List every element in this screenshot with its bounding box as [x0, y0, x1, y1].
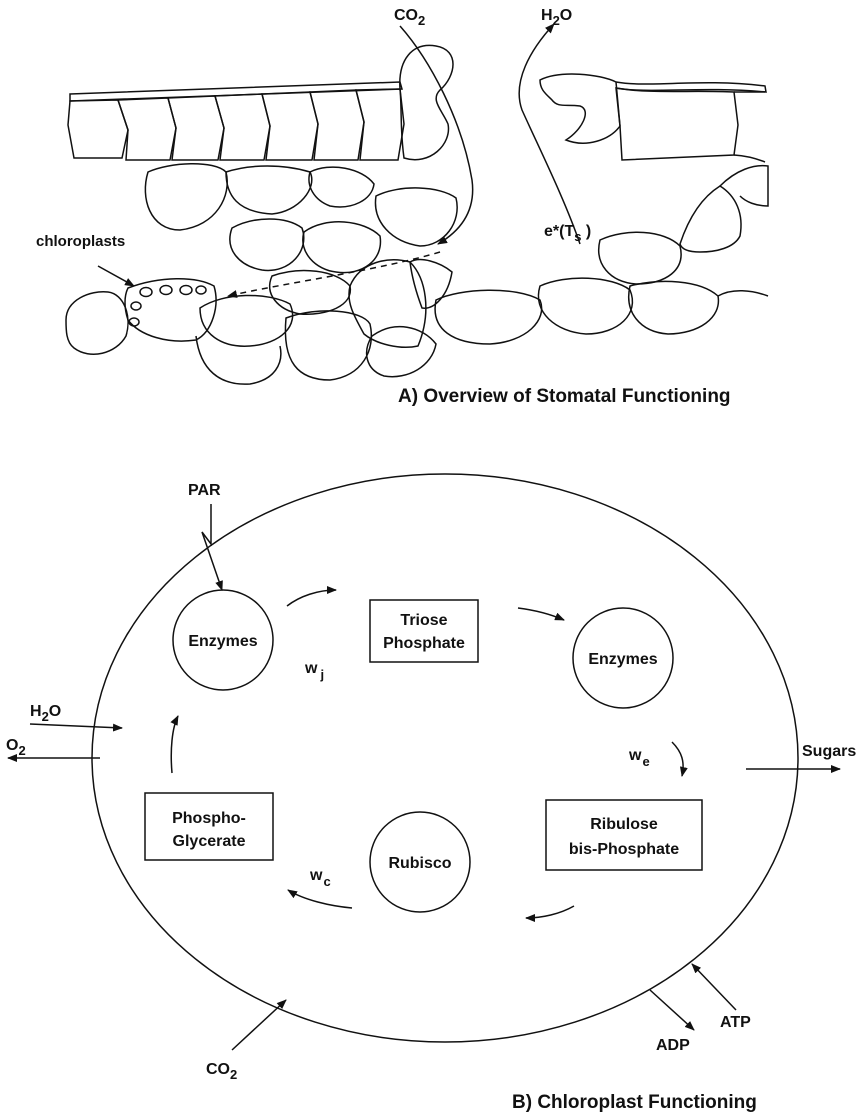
- guard-cell-right: [540, 74, 620, 143]
- co2-label-top: CO2: [394, 7, 425, 28]
- saturation-vapor-label: e*(Ts ): [544, 223, 591, 244]
- chloroplast-cell-left: [66, 292, 128, 354]
- co2-entry-arrow: [400, 26, 473, 244]
- phospho-label-line1: Phospho-: [172, 810, 246, 827]
- adp-out-arrow: [650, 990, 694, 1030]
- atp-in-arrow: [692, 964, 736, 1010]
- cycle-arrow-enzymes-to-ribulose: [672, 742, 683, 776]
- chloroplast-ovals: [129, 286, 206, 327]
- co2-diffusion-arrow: [228, 252, 440, 296]
- par-label: PAR: [188, 482, 221, 499]
- panel-a-caption: A) Overview of Stomatal Functioning: [398, 386, 731, 407]
- chloroplast-outline: [92, 474, 798, 1042]
- o2-out-label: O2: [6, 737, 26, 758]
- ribulose-label-line2: bis-Phosphate: [569, 841, 679, 858]
- cycle-arrow-triose-to-enzymes: [518, 608, 564, 620]
- chloroplasts-label: chloroplasts: [36, 233, 125, 250]
- h2o-in-label: H2O: [30, 703, 61, 724]
- chloroplast-panel: [8, 474, 840, 1050]
- h2o-in-arrow: [30, 724, 122, 728]
- panel-b-caption: B) Chloroplast Functioning: [512, 1092, 757, 1113]
- stomatal-overview-panel: [66, 24, 768, 384]
- phospho-label-line2: Glycerate: [173, 833, 246, 850]
- h2o-exit-arrow: [519, 24, 580, 244]
- upper-epidermis-left: [68, 89, 404, 160]
- sugars-label: Sugars: [802, 743, 856, 760]
- adp-label: ADP: [656, 1037, 690, 1054]
- par-lightning-arrow: [202, 504, 222, 590]
- atp-label: ATP: [720, 1014, 751, 1031]
- cycle-arrow-ribulose-to-rubisco: [526, 906, 574, 918]
- leaf-cuticle-left: [70, 82, 402, 101]
- cycle-arrow-pga-to-enzymes: [171, 716, 178, 773]
- rate-wc-label: wc: [309, 867, 331, 889]
- co2-in-arrow: [232, 1000, 286, 1050]
- enzymes-left-label: Enzymes: [188, 633, 257, 650]
- triose-label-line2: Phosphate: [383, 635, 465, 652]
- mesophyll-cells: [145, 164, 768, 384]
- triose-phosphate-box: [370, 600, 478, 662]
- chloroplasts-pointer: [98, 266, 134, 286]
- h2o-label-top: H2O: [541, 7, 572, 28]
- upper-epidermis-right: [616, 88, 765, 162]
- triose-label-line1: Triose: [400, 612, 447, 629]
- ribulose-box: [546, 800, 702, 870]
- enzymes-right-label: Enzymes: [588, 651, 657, 668]
- rubisco-label: Rubisco: [388, 855, 451, 872]
- ribulose-label-line1: Ribulose: [590, 816, 658, 833]
- co2-in-label: CO2: [206, 1061, 237, 1082]
- cycle-arrow-enzymes-to-triose: [287, 590, 336, 606]
- rate-we-label: we: [628, 747, 650, 769]
- cycle-arrow-rubisco-to-pga: [288, 890, 352, 908]
